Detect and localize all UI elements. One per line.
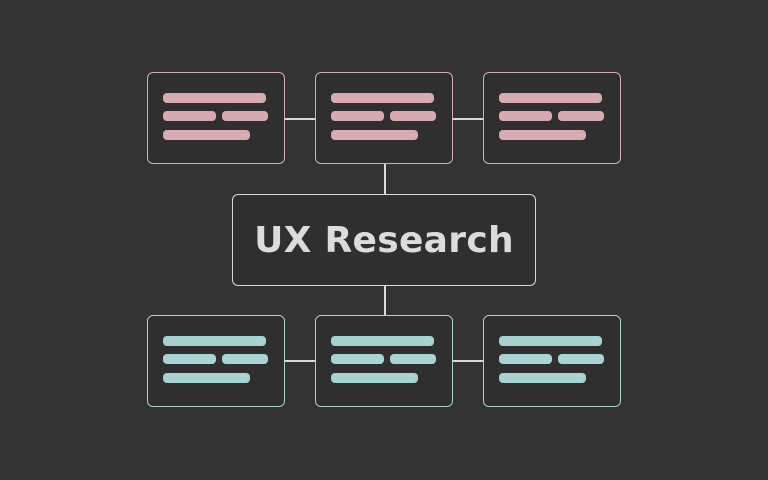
text-line-placeholder [163, 111, 216, 121]
bottom-card-left [147, 315, 285, 407]
center-node: UX Research [232, 194, 536, 286]
top-card-left [147, 72, 285, 164]
connector-top-left-to-middle [284, 118, 316, 120]
text-line-placeholder [499, 111, 552, 121]
connector-top-middle-to-right [452, 118, 484, 120]
top-card-right [483, 72, 621, 164]
text-line-placeholder [163, 93, 266, 103]
text-line-placeholder [390, 354, 436, 364]
text-line-placeholder [163, 336, 266, 346]
text-line-placeholder [499, 93, 602, 103]
text-line-placeholder [331, 354, 384, 364]
text-line-placeholder [499, 373, 586, 383]
connector-center-to-bottom [384, 286, 386, 316]
text-line-placeholder [331, 111, 384, 121]
text-line-placeholder [163, 130, 250, 140]
top-card-middle [315, 72, 453, 164]
connector-bottom-middle-to-right [452, 360, 484, 362]
text-line-placeholder [163, 373, 250, 383]
text-line-placeholder [331, 130, 418, 140]
text-line-placeholder [558, 354, 604, 364]
text-line-placeholder [499, 354, 552, 364]
bottom-card-right [483, 315, 621, 407]
text-line-placeholder [331, 93, 434, 103]
text-line-placeholder [331, 336, 434, 346]
bottom-card-middle [315, 315, 453, 407]
text-line-placeholder [222, 354, 268, 364]
connector-bottom-left-to-middle [284, 360, 316, 362]
text-line-placeholder [163, 354, 216, 364]
connector-top-to-center [384, 164, 386, 194]
text-line-placeholder [558, 111, 604, 121]
text-line-placeholder [499, 130, 586, 140]
text-line-placeholder [390, 111, 436, 121]
text-line-placeholder [222, 111, 268, 121]
text-line-placeholder [331, 373, 418, 383]
center-title: UX Research [254, 219, 514, 261]
text-line-placeholder [499, 336, 602, 346]
